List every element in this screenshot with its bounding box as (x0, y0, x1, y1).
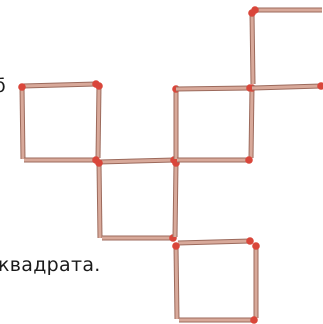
match-head (252, 242, 260, 250)
match-head (95, 82, 103, 90)
matchstick (172, 85, 180, 159)
matchstick (172, 159, 180, 237)
match-head (95, 159, 103, 167)
matchstick (179, 316, 258, 324)
matchstick (178, 237, 254, 245)
matchstick (18, 83, 26, 159)
matchstick (177, 156, 253, 164)
match-head (251, 6, 259, 14)
matchstick (24, 156, 100, 164)
matchstick (23, 80, 100, 88)
match-head (250, 316, 258, 324)
matchstick (252, 82, 323, 90)
matchstick (172, 242, 180, 319)
match-head (18, 83, 26, 91)
matchstick (102, 234, 177, 242)
matchstick (95, 82, 103, 158)
match-head (245, 156, 253, 164)
matchstick (248, 9, 256, 84)
matchstick (99, 156, 178, 164)
match-head (317, 82, 323, 90)
match-head (246, 237, 254, 245)
matchstick (251, 6, 322, 14)
matchstick (176, 84, 254, 92)
matchstick (252, 242, 260, 318)
matchstick (248, 84, 256, 158)
match-head (172, 242, 180, 250)
matchstick (95, 159, 103, 238)
